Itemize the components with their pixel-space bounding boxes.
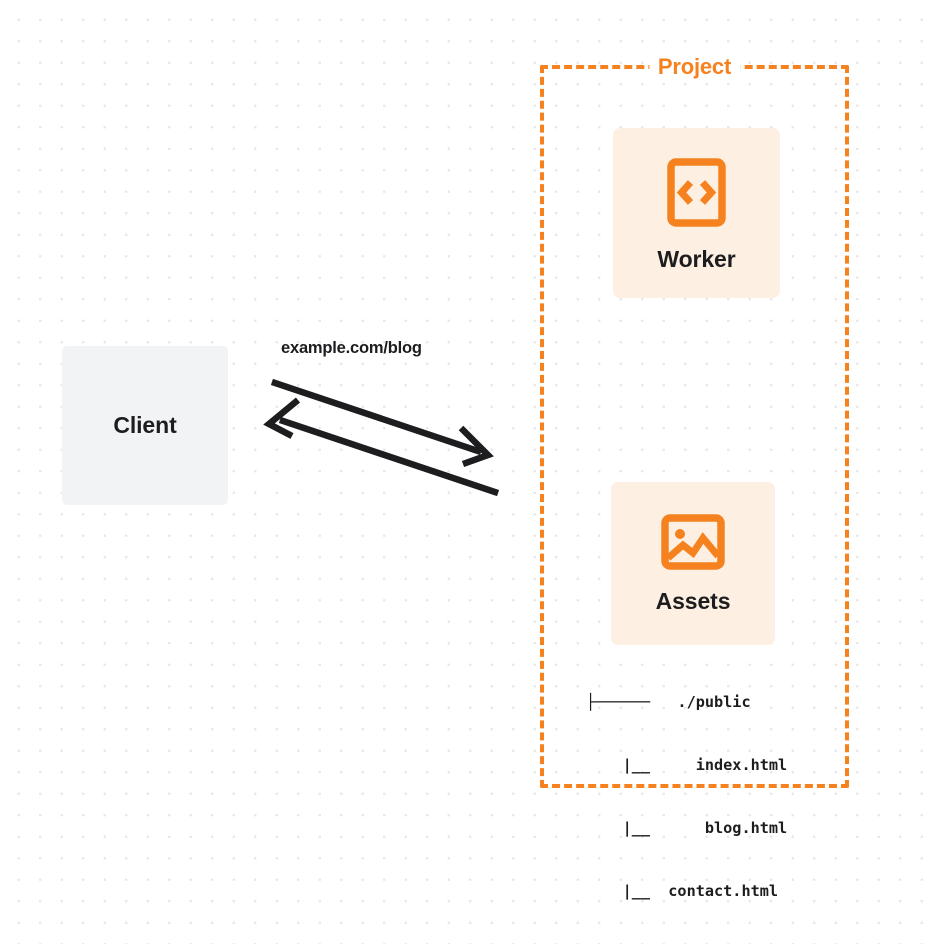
file-tree-row: ├────── ./public bbox=[586, 693, 751, 711]
code-brackets-icon bbox=[667, 158, 726, 227]
edge-arrow-outgoing-head bbox=[458, 425, 494, 468]
node-assets[interactable]: Assets bbox=[611, 482, 775, 645]
file-tree-row: |__ index.html bbox=[586, 756, 788, 774]
edge-arrow-outgoing-line bbox=[270, 378, 483, 456]
group-project: Project bbox=[540, 54, 849, 788]
file-tree-row: |__ blog.html bbox=[586, 819, 788, 837]
node-client[interactable]: Client bbox=[62, 346, 228, 505]
node-worker-label: Worker bbox=[657, 246, 736, 272]
file-tree-row: |__ contact.html bbox=[586, 882, 779, 900]
node-client-label: Client bbox=[113, 412, 177, 438]
group-project-label: Project bbox=[648, 54, 741, 80]
assets-file-tree: ├────── ./public |__ index.html |__ blog… bbox=[586, 650, 787, 944]
edge-label: example.com/blog bbox=[281, 339, 422, 357]
node-worker[interactable]: Worker bbox=[613, 128, 780, 298]
diagram-canvas: Client example.com/blog Project Worker A… bbox=[62, 54, 849, 900]
node-assets-label: Assets bbox=[655, 588, 731, 614]
image-icon bbox=[661, 514, 725, 570]
edge-arrow-incoming-line bbox=[278, 416, 500, 497]
edge-arrow-incoming-head bbox=[263, 397, 301, 439]
